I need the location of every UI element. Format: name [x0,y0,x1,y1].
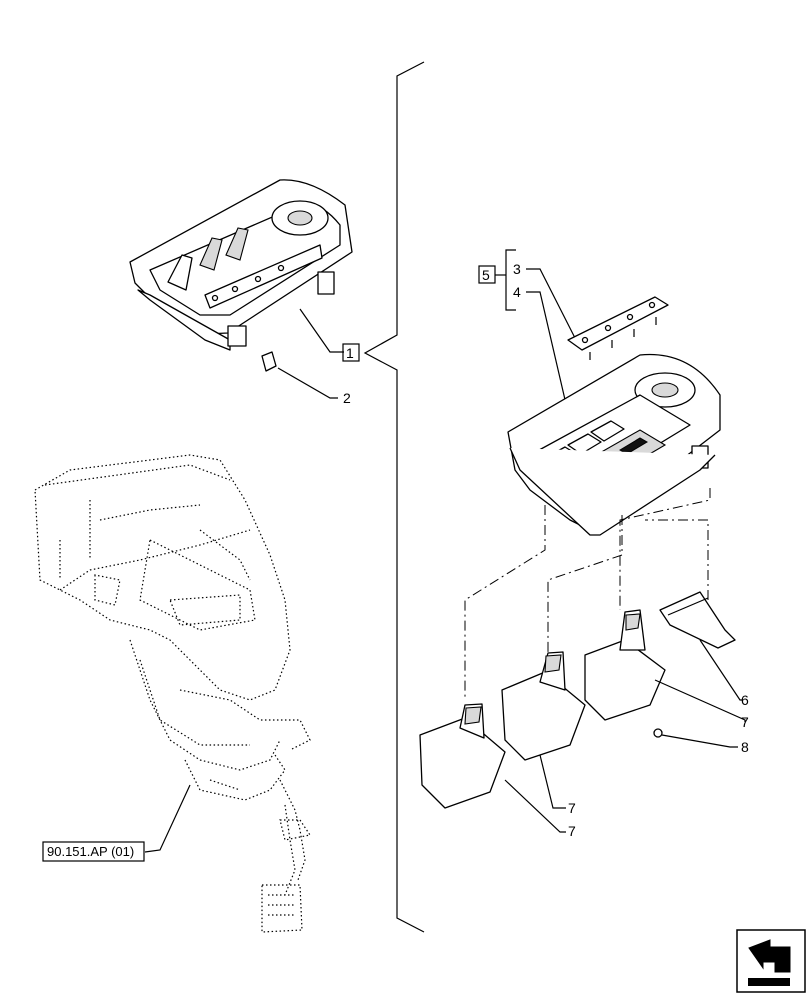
callout-1: 1 [342,343,360,362]
callout-8-text: 8 [741,739,749,755]
clip-part [261,351,338,399]
callout-7b-text: 7 [568,800,576,816]
dotted-harness-assembly [34,454,311,933]
lever-module-2 [501,651,586,809]
callout-7a-text: 7 [741,714,749,730]
label-plate [567,296,669,360]
reference-link-text[interactable]: 90.151.AP (01) [47,844,134,859]
cover-part [659,591,742,701]
center-bracket [363,61,425,933]
callout-1-text: 1 [346,345,354,361]
lever-module-3 [419,703,566,833]
callout-4-text: 4 [513,284,521,300]
console-assembly-right [507,353,721,536]
callout-2-text: 2 [343,390,351,406]
callout-7c-text: 7 [568,823,576,839]
callout-group-5: 5 3 4 [478,249,576,405]
reference-link-box[interactable]: 90.151.AP (01) [42,841,145,862]
callout-3-text: 3 [513,261,521,277]
screw-part [653,728,738,748]
assembly-leader-lines [464,488,711,700]
lever-module-1 [584,609,746,722]
callout-5-text: 5 [482,267,490,283]
next-page-arrow-icon[interactable] [736,929,806,993]
console-assembly-top-left [129,179,353,353]
callout-6-text: 6 [741,692,749,708]
